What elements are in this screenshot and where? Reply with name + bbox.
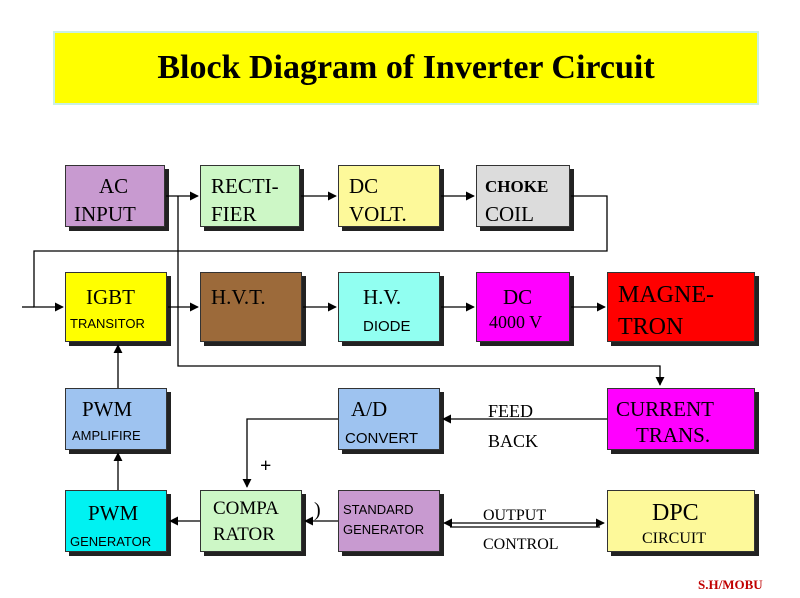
wire-ad-comparator (242, 418, 338, 488)
ad-convert-line2: CONVERT (345, 430, 419, 447)
feed-label: FEED (488, 401, 533, 421)
ad-convert-line1: A/D (351, 397, 388, 421)
block-hv-diode: H.V. DIODE (338, 272, 440, 342)
dpc-circuit-line2: CIRCUIT (642, 530, 706, 547)
block-dc-4000v: DC 4000 V (476, 272, 570, 342)
current-trans-line2: TRANS. (636, 423, 711, 447)
pwm-generator-line1: PWM (88, 501, 139, 525)
ac-input-line1: AC (99, 174, 129, 198)
block-comparator: COMPA RATOR (200, 490, 302, 552)
minus-sign: ) (314, 499, 321, 521)
block-standard-generator: STANDARD GENERATOR (338, 490, 440, 552)
magnetron-line1: MAGNE- (618, 282, 714, 308)
block-rectifier: RECTI- FIER (200, 165, 300, 227)
block-choke-coil: CHOKE COIL (476, 165, 570, 227)
choke-coil-line2: COIL (485, 202, 534, 226)
dc-volt-line2: VOLT. (349, 202, 407, 226)
dpc-circuit-line1: DPC (652, 500, 699, 526)
pwm-amplifire-line1: PWM (82, 397, 133, 421)
dc-4000v-line1: DC (503, 285, 533, 309)
dc-4000v-line2: 4000 V (489, 312, 543, 332)
diagram-title: Block Diagram of Inverter Circuit (157, 49, 655, 86)
plus-sign: + (260, 455, 272, 477)
block-ad-convert: A/D CONVERT (338, 388, 440, 450)
magnetron-line2: TRON (618, 314, 684, 340)
ac-input-line2: INPUT (74, 202, 136, 226)
block-pwm-generator: PWM GENERATOR (65, 490, 167, 552)
comparator-line2: RATOR (213, 524, 275, 545)
comparator-line1: COMPA (213, 498, 279, 519)
pwm-amplifire-line2: AMPLIFIRE (72, 428, 141, 443)
block-ac-input: AC INPUT (65, 165, 165, 227)
pwm-generator-line2: GENERATOR (70, 534, 152, 549)
hv-diode-line2: DIODE (363, 318, 411, 335)
standard-generator-line2: GENERATOR (343, 522, 425, 537)
standard-generator-line1: STANDARD (343, 502, 414, 517)
current-trans-line1: CURRENT (616, 397, 715, 421)
block-current-trans: CURRENT TRANS. (607, 388, 755, 450)
block-dpc-circuit: DPC CIRCUIT (607, 490, 755, 552)
watermark: S.H/MOBU (698, 577, 763, 592)
rectifier-line1: RECTI- (211, 174, 279, 198)
dc-volt-line1: DC (349, 174, 379, 198)
hvt-line1: H.V.T. (211, 285, 266, 309)
block-dc-volt: DC VOLT. (338, 165, 440, 227)
hv-diode-line1: H.V. (363, 285, 402, 309)
wire-choke-igbt (33, 195, 608, 312)
rectifier-line2: FIER (211, 202, 257, 226)
block-igbt: IGBT TRANSITOR (65, 272, 167, 342)
back-label: BACK (488, 431, 539, 451)
block-hvt: H.V.T. (200, 272, 302, 342)
choke-coil-line1: CHOKE (485, 177, 549, 196)
wire-tap-current-trans (177, 196, 665, 386)
igbt-line2: TRANSITOR (70, 316, 145, 331)
block-magnetron: MAGNE- TRON (607, 272, 755, 342)
title-banner: Block Diagram of Inverter Circuit (53, 31, 759, 105)
block-pwm-amplifire: PWM AMPLIFIRE (65, 388, 167, 450)
igbt-line1: IGBT (86, 285, 135, 309)
control-label: CONTROL (483, 536, 559, 553)
